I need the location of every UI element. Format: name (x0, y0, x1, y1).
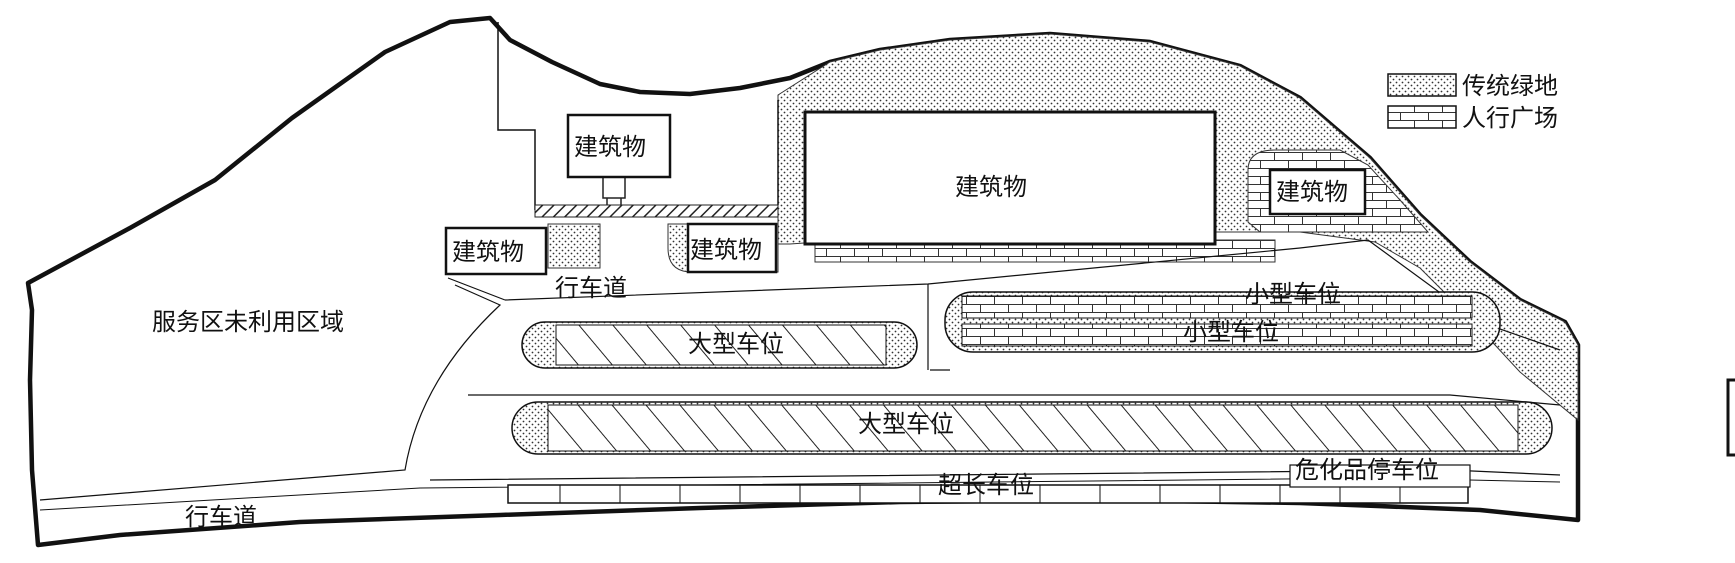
hatched-walkway (534, 204, 779, 218)
small-parking-stalls-top (961, 295, 1473, 319)
legend-label-plaza: 人行广场 (1462, 104, 1558, 132)
unused-area-label: 服务区未利用区域 (152, 308, 344, 336)
extra-long-parking-strip (507, 484, 1469, 504)
edge-bracket (1726, 378, 1735, 457)
large-parking-label-2: 大型车位 (858, 410, 954, 438)
legend-swatch-green (1387, 73, 1457, 97)
large-parking-stalls-1 (555, 324, 887, 366)
roadway-label-bottom: 行车道 (185, 503, 257, 531)
building-right (1268, 168, 1367, 216)
extra-long-parking-label: 超长车位 (938, 471, 1034, 499)
hazmat-parking-strip (1289, 464, 1471, 488)
building-left (444, 226, 548, 276)
legend-label-green: 传统绿地 (1462, 72, 1558, 100)
extra-long-stall-dividers (559, 485, 1401, 503)
lot-line (497, 22, 536, 210)
small-parking-stalls-bottom (961, 323, 1473, 347)
building-label-upper-left: 建筑物 (574, 133, 646, 161)
legend: 传统绿地 人行广场 (1387, 72, 1558, 132)
road-divider (927, 284, 950, 371)
legend-swatch-plaza (1387, 105, 1457, 129)
building-upper-left (566, 113, 672, 179)
building-label-center-left: 建筑物 (690, 236, 762, 264)
building-main (803, 110, 1217, 246)
building-center-left (686, 222, 778, 274)
building-label-right: 建筑物 (1276, 178, 1348, 206)
building-label-left: 建筑物 (452, 238, 524, 266)
small-parking-label-top: 小型车位 (1245, 280, 1341, 308)
small-parking-label-bottom: 小型车位 (1183, 318, 1279, 346)
large-parking-label-1: 大型车位 (688, 330, 784, 358)
hazmat-parking-label: 危化品停车位 (1295, 456, 1439, 484)
green-patch-mid (547, 223, 601, 269)
road-outer (39, 277, 506, 501)
building-label-main: 建筑物 (955, 173, 1027, 201)
large-parking-stalls-2 (547, 404, 1519, 452)
roadway-label-top: 行车道 (555, 274, 627, 302)
